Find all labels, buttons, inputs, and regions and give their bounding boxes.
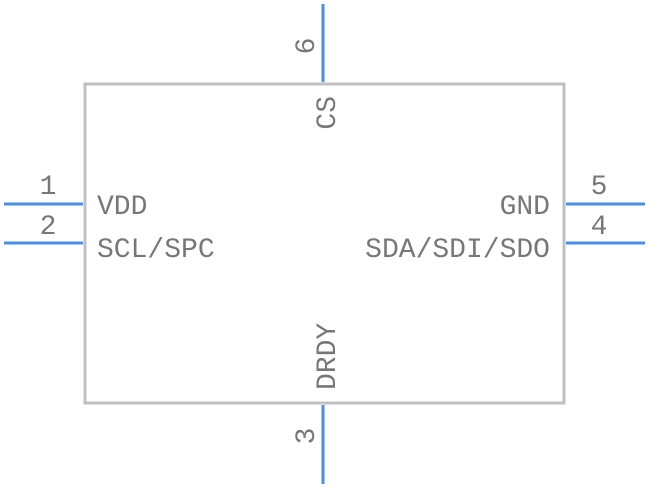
pin-1-name: VDD (97, 192, 147, 223)
pin-5-name: GND (500, 192, 550, 223)
pin-6-name: CS (313, 96, 344, 130)
pin-5-number: 5 (591, 172, 608, 203)
pin-3-number: 3 (292, 428, 323, 445)
pin-1-number: 1 (40, 172, 57, 203)
pin-3-name: DRDY (313, 323, 344, 390)
pin-2-name: SCL/SPC (97, 235, 215, 266)
pin-2-number: 2 (40, 212, 57, 243)
pin-4-name: SDA/SDI/SDO (365, 235, 550, 266)
pin-4-number: 4 (591, 212, 608, 243)
pin-6-number: 6 (292, 38, 323, 55)
component-body (83, 82, 566, 405)
